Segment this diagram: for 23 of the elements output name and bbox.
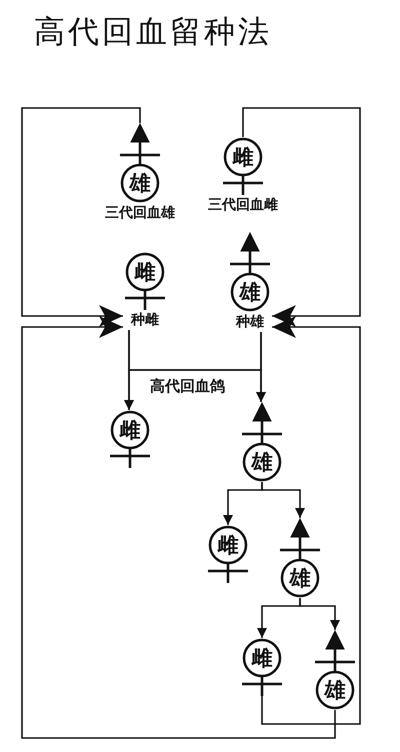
symbol-character: 雄 — [288, 566, 312, 590]
group-label: 高代回血鸽 — [150, 376, 225, 396]
arrow — [299, 598, 340, 630]
node-caption: 三代回血雌 — [208, 196, 278, 215]
symbol-character: 雄 — [322, 678, 346, 702]
symbol-character: 雌 — [250, 646, 274, 670]
diagram-title: 高代回血留种法 — [34, 14, 272, 52]
arrow — [21, 107, 141, 327]
arrow — [256, 332, 266, 402]
arrow — [242, 107, 361, 327]
node-caption: 种雌 — [131, 311, 159, 330]
symbol-character: 雌 — [133, 260, 156, 284]
symbol-character: 雄 — [238, 280, 262, 304]
arrow — [261, 482, 305, 518]
node-caption: 三代回血雄 — [105, 204, 175, 223]
symbol-character: 雄 — [128, 171, 152, 195]
node-caption: 种雄 — [236, 313, 264, 332]
symbol-character: 雌 — [118, 418, 142, 442]
symbol-character: 雌 — [216, 533, 240, 557]
arrow — [261, 316, 361, 725]
symbol-character: 雌 — [231, 145, 254, 169]
arrow — [21, 316, 336, 739]
symbol-character: 雄 — [250, 450, 274, 474]
